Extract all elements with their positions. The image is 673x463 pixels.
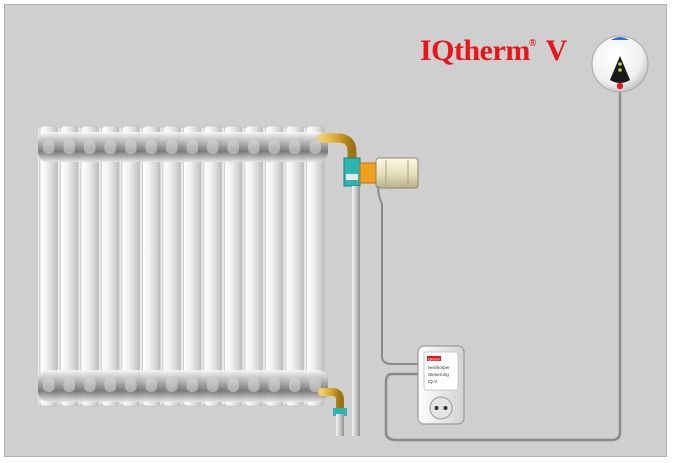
socket-face (429, 396, 453, 420)
brand-registered-mark: ® (528, 38, 536, 49)
controller-label-panel (423, 351, 459, 391)
radiator-fin-top-cap (289, 140, 301, 154)
radiator-fin-top-cap (268, 140, 280, 154)
sensor-blue-cap (611, 37, 629, 40)
radiator-fin-top-cap (227, 140, 239, 154)
radiator-fin (265, 125, 284, 407)
radiator-fin (306, 125, 325, 407)
actuator-head (359, 157, 419, 189)
radiator-fin-top-cap (186, 140, 198, 154)
radiator-fin-bottom-cap (207, 378, 219, 392)
radiator-fin (121, 125, 140, 407)
radiator-fin (183, 125, 202, 407)
radiator-fin (203, 125, 222, 407)
controller-brand-tag (427, 356, 441, 361)
radiator-fin (224, 125, 243, 407)
brand-version: V (545, 34, 568, 67)
radiator-fin-bottom-cap (145, 378, 157, 392)
controller-label-line-1: Heizkörper (428, 365, 450, 370)
supply-riser-pipe (352, 186, 360, 436)
actuator-cable (377, 185, 424, 365)
radiator-fin (162, 125, 181, 407)
radiator-fin (244, 125, 263, 407)
radiator-fin (101, 125, 120, 407)
radiator-fin-top-cap (43, 140, 55, 154)
actuator-body (375, 157, 419, 189)
socket-hole-left (434, 406, 439, 410)
valve-body (343, 157, 361, 187)
radiator-fin-bottom-cap (166, 378, 178, 392)
radiator-fin (60, 125, 79, 407)
radiator-fin-bottom-cap (227, 378, 239, 392)
actuator-adapter (359, 162, 379, 184)
controller-brand-text: IQtherm (428, 357, 441, 361)
sensor-led-top (618, 62, 622, 66)
socket-hole-right (443, 406, 448, 410)
return-pipe (318, 388, 347, 436)
return-riser-pipe (336, 414, 344, 436)
radiator-fin-bottom-cap (43, 378, 55, 392)
radiator-fin-top-cap (166, 140, 178, 154)
radiator-fin-top-cap (145, 140, 157, 154)
sensor-led-middle (618, 68, 622, 72)
controller-label-line-2: Steuerung (428, 372, 449, 377)
sensor-cable (384, 92, 622, 442)
radiator-fin-top-cap (63, 140, 75, 154)
radiator-fins (39, 125, 325, 407)
radiator-fin (80, 125, 99, 407)
radiator-fin-bottom-cap (125, 378, 137, 392)
radiator-fin-top-cap (104, 140, 116, 154)
radiator-fin-bottom-cap (104, 378, 116, 392)
radiator-fin-bottom-cap (268, 378, 280, 392)
radiator-fin-top-cap (125, 140, 137, 154)
room-sensor (591, 35, 649, 93)
radiator-fin-top-cap (84, 140, 96, 154)
brand-title: IQtherm® V (420, 34, 567, 68)
radiator-fin-top-cap (207, 140, 219, 154)
radiator-fin-caps (43, 140, 321, 392)
radiator-fin-bottom-cap (309, 378, 321, 392)
radiator-fin-bottom-cap (248, 378, 260, 392)
radiator-fin-top-cap (309, 140, 321, 154)
radiator-fin (39, 125, 58, 407)
supply-pipe (317, 133, 361, 436)
radiator-fin-bottom-cap (289, 378, 301, 392)
radiator-fin-top-cap (248, 140, 260, 154)
radiator-fin-bottom-cap (186, 378, 198, 392)
radiator (38, 125, 328, 407)
return-valve (333, 408, 347, 416)
radiator-fin-bottom-cap (84, 378, 96, 392)
brand-name: IQtherm (420, 34, 530, 67)
radiator-top-header (38, 132, 328, 162)
radiator-fin-bottom-cap (63, 378, 75, 392)
radiator-fin (285, 125, 304, 407)
controller-label-line-3: IQ-V (428, 379, 437, 384)
radiator-bottom-header (38, 370, 328, 402)
sensor-red-indicator (616, 82, 624, 90)
valve-ring (346, 174, 358, 180)
plug-controller: IQtherm Heizkörper Steuerung IQ-V (417, 345, 465, 425)
radiator-fin (142, 125, 161, 407)
